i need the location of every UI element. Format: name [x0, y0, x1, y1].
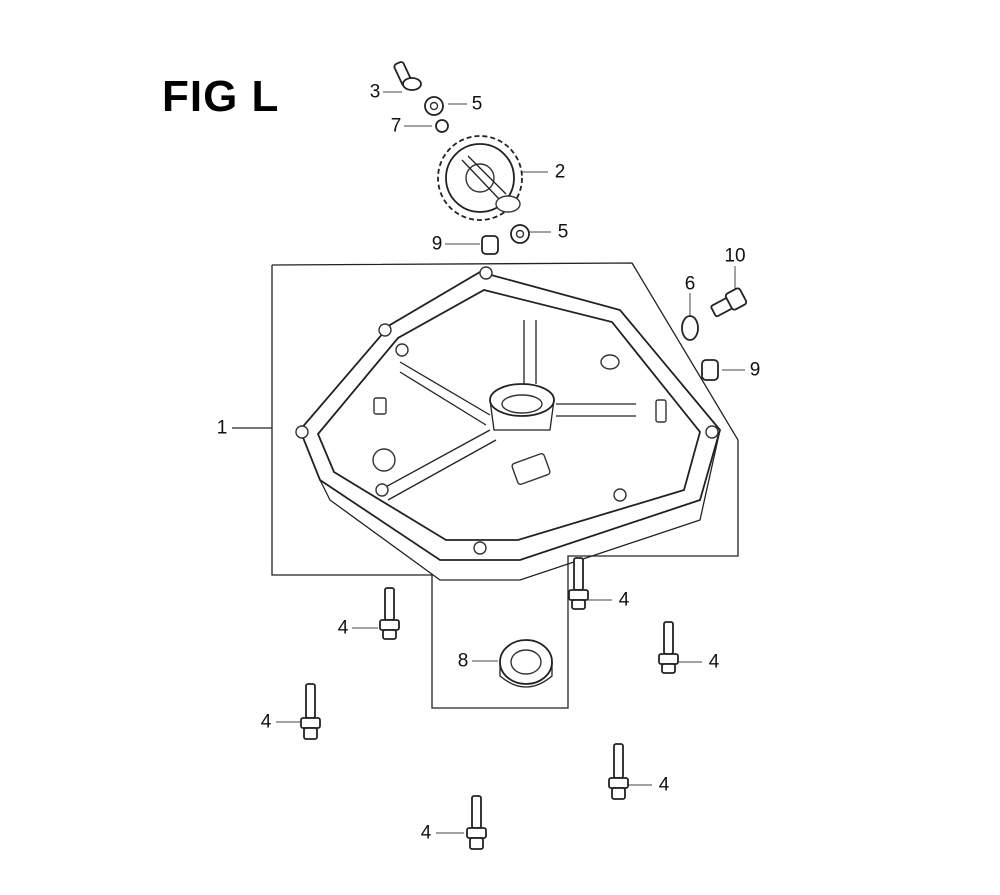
bolt-4-a	[379, 587, 400, 640]
callout-4-a: 4	[337, 617, 349, 639]
callout-4-c: 4	[708, 651, 720, 673]
callout-4-e: 4	[658, 774, 670, 796]
flange-bolts-4	[300, 557, 679, 850]
callout-4-d: 4	[260, 711, 272, 733]
callout-6: 6	[684, 273, 696, 295]
bolt-4-c	[658, 621, 679, 674]
callout-9-top: 9	[431, 233, 443, 255]
drain-plug-10	[710, 287, 748, 318]
bolt-3	[393, 61, 422, 91]
callout-5-lower: 5	[557, 221, 569, 243]
bolt-4-d	[300, 683, 321, 740]
callout-9-right: 9	[749, 359, 761, 381]
dowel-pin-9-top	[481, 235, 499, 255]
figure-title: FIG L	[162, 72, 280, 121]
callout-2: 2	[554, 161, 566, 183]
oil-pan-case-1	[295, 266, 721, 581]
dowel-pin-9-right	[701, 359, 719, 381]
washer-5-upper	[424, 96, 444, 116]
callout-3: 3	[369, 81, 381, 103]
callout-5-upper: 5	[471, 93, 483, 115]
bolt-4-f	[466, 795, 487, 850]
bolt-4-b	[568, 557, 589, 610]
callout-4-b: 4	[618, 589, 630, 611]
callout-10: 10	[724, 245, 746, 267]
callout-4-f: 4	[420, 822, 432, 844]
bolt-4-e	[608, 743, 629, 800]
oil-seal-8	[499, 639, 553, 688]
assembly-bracket-lines	[232, 262, 739, 709]
callout-7: 7	[390, 115, 402, 137]
pin-7	[435, 119, 449, 133]
gear-2	[437, 135, 523, 221]
washer-6	[681, 315, 699, 341]
callout-8: 8	[457, 650, 469, 672]
leader-lines	[276, 91, 745, 834]
callout-1: 1	[216, 417, 228, 439]
washer-5-lower	[510, 224, 530, 244]
